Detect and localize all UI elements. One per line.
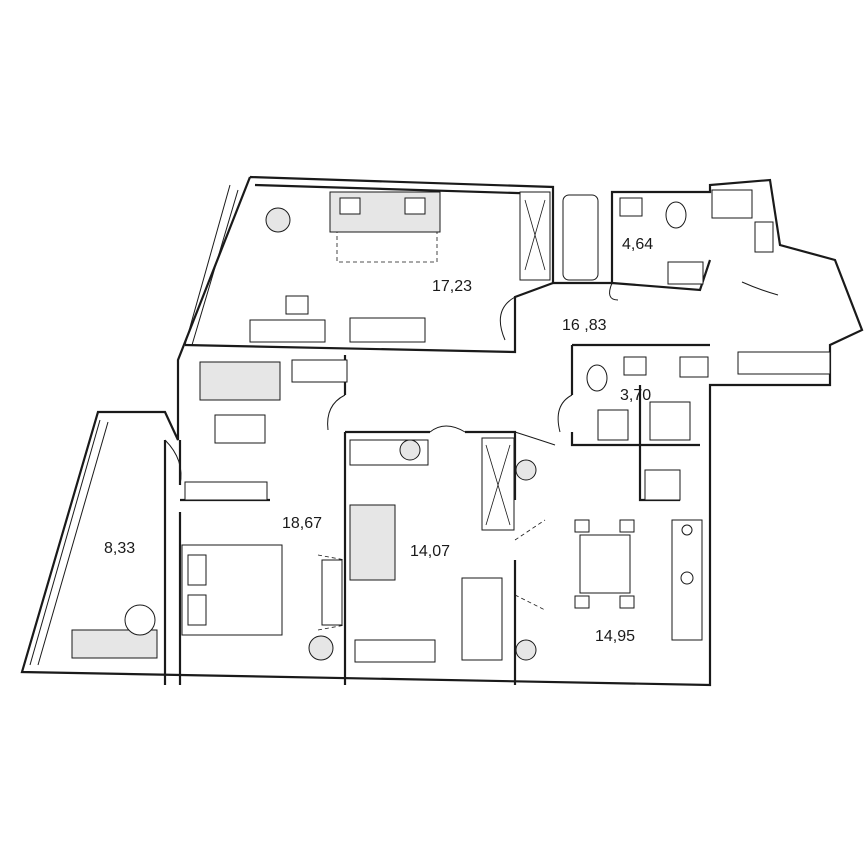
bedroom-2-furniture bbox=[349, 437, 537, 663]
living-furniture bbox=[249, 191, 441, 343]
stove-icon bbox=[680, 571, 694, 585]
washing-machine bbox=[597, 409, 629, 441]
chair bbox=[619, 595, 635, 609]
hall-storage bbox=[711, 189, 831, 375]
area-label-bathroom: 4,64 bbox=[622, 236, 653, 253]
shelf bbox=[711, 189, 753, 219]
area-label-bedroom-2: 14,07 bbox=[410, 543, 450, 560]
closet bbox=[737, 351, 831, 375]
sink bbox=[623, 356, 647, 376]
tv-stand bbox=[349, 317, 426, 343]
area-label-kitchen: 14,95 bbox=[595, 628, 635, 645]
cushion bbox=[339, 197, 361, 215]
shower bbox=[649, 401, 691, 441]
bathroom-furniture bbox=[519, 191, 704, 285]
desk bbox=[214, 414, 266, 444]
plant-icon bbox=[399, 439, 421, 461]
area-label-hall: 16 ,83 bbox=[562, 317, 607, 334]
plant-icon bbox=[265, 207, 291, 233]
chair bbox=[619, 519, 635, 533]
balcony-furniture bbox=[71, 604, 158, 659]
kettle-icon bbox=[681, 524, 693, 536]
outer-walls bbox=[20, 175, 864, 687]
sink bbox=[644, 469, 681, 501]
round-table bbox=[124, 604, 156, 636]
sofa bbox=[199, 361, 281, 401]
bunk-bed bbox=[461, 577, 503, 661]
shelf bbox=[754, 221, 774, 253]
desk bbox=[321, 559, 343, 626]
area-label-living: 17,23 bbox=[432, 278, 472, 295]
sink bbox=[619, 197, 643, 217]
desk bbox=[249, 319, 326, 343]
shelf bbox=[291, 359, 348, 383]
cooking-pot-icon bbox=[285, 295, 309, 315]
desk bbox=[354, 639, 436, 663]
area-label-bedroom-1: 18,67 bbox=[282, 515, 322, 532]
bedroom-1-furniture bbox=[181, 359, 348, 661]
wc-furniture bbox=[586, 356, 709, 441]
rug bbox=[336, 231, 438, 263]
pillow bbox=[187, 554, 207, 586]
door-swings bbox=[164, 282, 619, 631]
washer bbox=[679, 356, 709, 378]
dog-icon bbox=[741, 281, 779, 296]
sofa bbox=[349, 504, 396, 581]
kitchen-furniture bbox=[574, 469, 703, 641]
chair bbox=[574, 595, 590, 609]
pillow bbox=[187, 594, 207, 626]
washing-machine bbox=[667, 261, 704, 285]
dining-table bbox=[579, 534, 631, 594]
area-labels: 17,23 4,64 16 ,83 3,70 18,67 8,33 14,07 … bbox=[104, 236, 653, 645]
bathtub bbox=[562, 194, 599, 281]
plant-icon bbox=[515, 459, 537, 481]
plant-icon bbox=[515, 639, 537, 661]
shelf bbox=[184, 481, 268, 501]
plant-icon bbox=[308, 635, 334, 661]
toilet bbox=[586, 364, 608, 392]
cushion bbox=[404, 197, 426, 215]
area-label-wc: 3,70 bbox=[620, 387, 651, 404]
toilet bbox=[665, 201, 687, 229]
chair bbox=[574, 519, 590, 533]
area-label-balcony: 8,33 bbox=[104, 540, 135, 557]
